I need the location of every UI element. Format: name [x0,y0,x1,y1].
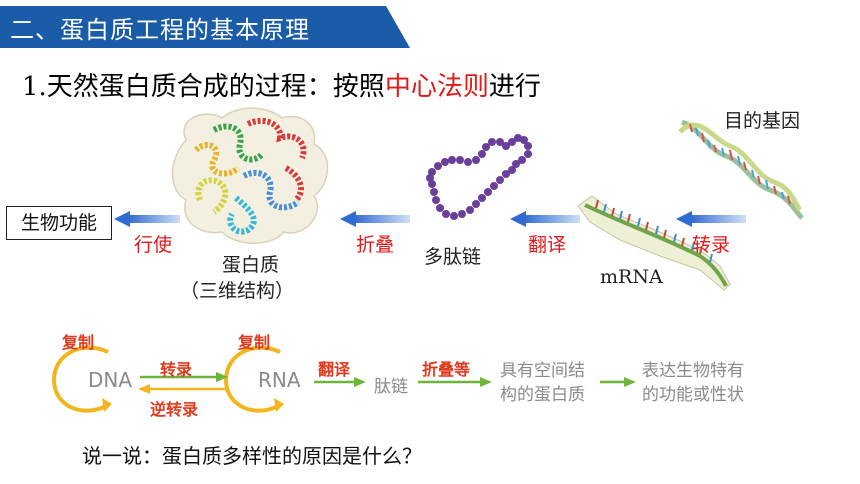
step-transcription-label: 转录 [692,234,731,256]
arrow-function [114,211,180,227]
subtitle-highlight: 中心法则 [384,72,489,102]
transcription-arrow [140,372,228,382]
folding-arrow [418,377,492,387]
rna-node: RNA [258,368,301,392]
mrna-strand-image [577,195,731,291]
step-folding-label: 折叠 [356,234,395,256]
section-banner [0,6,410,48]
arrow-folding [340,211,410,227]
arrow-transcription [676,211,746,227]
translation-arrow [314,377,366,387]
protein-structure-note: （三维结构） [180,280,295,302]
peptide-node: 肽链 [374,377,408,397]
step-translation-label: 翻译 [528,234,567,256]
protein-node-line2: 构的蛋白质 [500,385,585,405]
step-function-label: 行使 [134,234,173,256]
protein-3d-image [171,107,329,244]
trait-node-line2: 的功能或性状 [642,385,744,405]
arrow-translation [510,211,580,227]
process-subtitle: 1.天然蛋白质合成的过程：按照中心法则进行 [22,66,541,103]
protein-label: 蛋白质 [222,254,280,276]
discussion-question: 说一说：蛋白质多样性的原因是什么？ [82,444,422,468]
translation-label: 翻译 [318,360,351,379]
subtitle-prefix: 1.天然蛋白质合成的过程：按照 [22,72,385,102]
polypeptide-label: 多肽链 [424,246,482,268]
polypeptide-image [426,134,532,220]
replication-arrow-rna [223,345,284,413]
folding-label: 折叠等 [422,360,471,379]
replication-rna-label: 复制 [238,333,271,352]
replication-dna-label: 复制 [62,333,95,352]
transcription-label: 转录 [160,360,193,379]
section-title: 二、蛋白质工程的基本原理 [10,16,310,44]
reverse-transcription-label: 逆转录 [150,400,199,419]
protein-node-line1: 具有空间结 [500,361,585,381]
trait-node-line1: 表达生物特有 [642,361,744,381]
replication-arrow-dna [51,345,112,413]
expression-arrow [600,377,636,387]
reverse-transcription-arrow [138,384,228,394]
gene-label: 目的基因 [724,110,801,132]
subtitle-suffix: 进行 [488,72,541,102]
function-box: 生物功能 [6,206,112,240]
mrna-label: mRNA [600,266,663,288]
dna-node: DNA [88,368,133,392]
dna-helix-image [678,119,804,220]
